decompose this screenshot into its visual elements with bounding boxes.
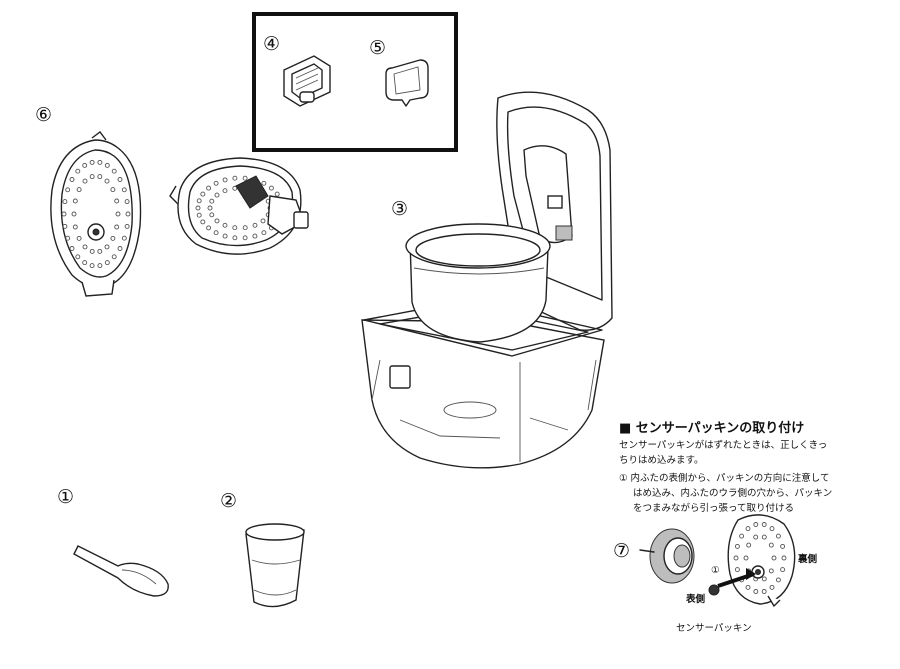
sensor-note-line1: センサーパッキンがはずれたときは、正しくきっ — [619, 440, 828, 451]
part-number-4: ④ — [263, 33, 281, 55]
inner-lid-front-illustration — [50, 131, 142, 297]
step-marker-label: ① — [711, 565, 720, 576]
measuring-cup-illustration — [245, 523, 305, 608]
sensor-note-line2: ちりはめ込みます。 — [619, 455, 704, 466]
part-number-6: ⑥ — [35, 104, 53, 126]
back-side-label: 裏側 — [798, 554, 818, 565]
sensor-part-5-illustration — [385, 59, 429, 107]
part-number-5: ⑤ — [369, 37, 387, 59]
sensor-packing-label: センサーパッキン — [676, 623, 752, 634]
part-number-1: ① — [57, 486, 75, 508]
inner-lid-back-illustration — [169, 157, 309, 255]
sensor-note-title: ■ センサーパッキンの取り付け — [619, 421, 805, 436]
front-side-label: 表側 — [686, 594, 706, 605]
spatula-illustration — [73, 545, 169, 597]
part-number-7: ⑦ — [613, 540, 631, 562]
rice-cooker-illustration — [361, 91, 613, 469]
parts-highlight-frame — [252, 12, 458, 152]
sensor-note-step1-line1: ① 内ふたの表側から、パッキンの方向に注意して — [619, 473, 830, 484]
sensor-packing-detail-illustration — [639, 514, 796, 608]
sensor-note-step1-line2: はめ込み、内ふたのウラ側の穴から、パッキン — [633, 488, 833, 499]
sensor-part-4-illustration — [283, 55, 331, 107]
part-number-3: ③ — [391, 198, 409, 220]
sensor-note-step1-line3: をつまみながら引っ張って取り付ける — [633, 503, 795, 514]
part-number-2: ② — [220, 490, 238, 512]
